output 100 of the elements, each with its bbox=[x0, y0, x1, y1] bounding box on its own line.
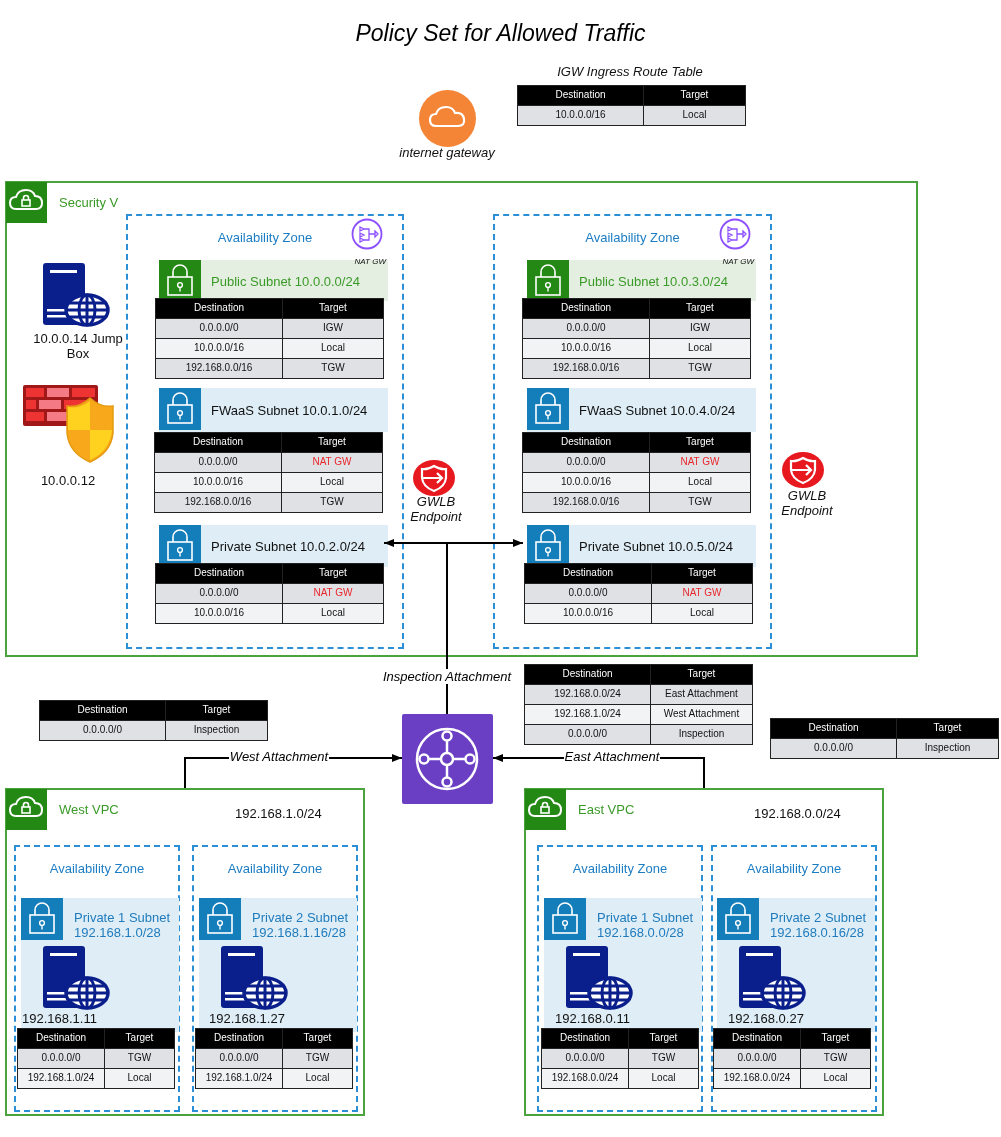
table-cell: 0.0.0.0/0 bbox=[156, 318, 283, 338]
subnet-title: Private Subnet 10.0.5.0/24 bbox=[579, 538, 733, 554]
vpc-name: West VPC bbox=[59, 802, 119, 817]
table-header-cell: Destination bbox=[196, 1029, 283, 1048]
subnet-title: Private 1 Subnet 192.168.1.0/28 bbox=[74, 910, 172, 940]
table-header-cell: Destination bbox=[542, 1029, 629, 1048]
table-header-cell: Target bbox=[282, 433, 382, 452]
table-cell: TGW bbox=[282, 492, 382, 512]
zone-title: Availability Zone bbox=[216, 230, 314, 245]
table-cell: East Attachment bbox=[651, 684, 752, 704]
edge-label: Inspection Attachment bbox=[381, 669, 513, 684]
table-cell: Local bbox=[283, 1068, 352, 1088]
cidr-label: 192.168.0.0/24 bbox=[754, 806, 841, 821]
table-header-cell: Destination bbox=[523, 299, 650, 318]
table-cell: 0.0.0.0/0 bbox=[523, 452, 650, 472]
subnet-title: Public Subnet 10.0.0.0/24 bbox=[211, 273, 360, 288]
table-cell: 10.0.0.0/16 bbox=[156, 603, 283, 623]
table-header-cell: Target bbox=[283, 1029, 352, 1048]
table-header-cell: Destination bbox=[156, 564, 283, 583]
table-cell: 10.0.0.0/16 bbox=[518, 105, 644, 125]
table-cell: 10.0.0.0/16 bbox=[156, 338, 283, 358]
table-header-cell: Destination bbox=[525, 564, 652, 583]
subnet-box bbox=[527, 260, 756, 301]
table-header-cell: Target bbox=[105, 1029, 174, 1048]
table-cell: Local bbox=[629, 1068, 698, 1088]
table-header-cell: Target bbox=[801, 1029, 870, 1048]
table-cell: Local bbox=[105, 1068, 174, 1088]
table-cell: 192.168.1.0/24 bbox=[196, 1068, 283, 1088]
table-header-cell: Target bbox=[651, 665, 752, 684]
table-cell: TGW bbox=[629, 1048, 698, 1068]
table-cell: TGW bbox=[650, 358, 750, 378]
subnet-title: FWaaS Subnet 10.0.4.0/24 bbox=[579, 402, 736, 418]
table-cell: 192.168.0.0/24 bbox=[714, 1068, 801, 1088]
table-cell: NAT GW bbox=[652, 583, 752, 603]
table-cell: Local bbox=[283, 603, 383, 623]
table-cell: Local bbox=[282, 472, 382, 492]
table-header-cell: Target bbox=[652, 564, 752, 583]
subnet-box bbox=[159, 388, 388, 432]
table-cell: 10.0.0.0/16 bbox=[523, 472, 650, 492]
table-cell: 0.0.0.0/0 bbox=[156, 583, 283, 603]
table-header-cell: Target bbox=[650, 433, 750, 452]
table-cell: 192.168.0.0/16 bbox=[523, 492, 650, 512]
icon-caption: internet gateway bbox=[398, 145, 496, 160]
table-header-cell: Target bbox=[644, 86, 745, 105]
table-cell: Local bbox=[650, 338, 750, 358]
table-cell: 192.168.0.0/16 bbox=[155, 492, 282, 512]
vpc-name: Security V bbox=[59, 195, 119, 210]
subnet-box bbox=[159, 525, 388, 567]
table-header-cell: Destination bbox=[155, 433, 282, 452]
subnet-box bbox=[527, 525, 756, 567]
table-cell: 192.168.0.0/16 bbox=[523, 358, 650, 378]
table-cell: Local bbox=[650, 472, 750, 492]
table-header-cell: Destination bbox=[40, 701, 166, 720]
icon-caption: GWLB Endpoint bbox=[780, 488, 834, 518]
subnet-title: Private 2 Subnet 192.168.0.16/28 bbox=[770, 910, 868, 940]
table-cell: 0.0.0.0/0 bbox=[155, 452, 282, 472]
zone-title: Availability Zone bbox=[571, 861, 669, 876]
table-cell: IGW bbox=[283, 318, 383, 338]
zone-title: Availability Zone bbox=[584, 230, 681, 245]
subnet-title: Private 2 Subnet 192.168.1.16/28 bbox=[252, 910, 350, 940]
subnet-box bbox=[159, 260, 388, 301]
table-cell: Inspection bbox=[897, 738, 998, 758]
table-cell: TGW bbox=[801, 1048, 870, 1068]
ip-address-label: 192.168.1.27 bbox=[209, 1011, 286, 1026]
icon-caption: 10.0.0.14 Jump Box bbox=[32, 331, 124, 361]
table-cell: 0.0.0.0/0 bbox=[40, 720, 166, 740]
table-cell: 0.0.0.0/0 bbox=[542, 1048, 629, 1068]
table-cell: 192.168.0.0/24 bbox=[542, 1068, 629, 1088]
table-header-cell: Destination bbox=[714, 1029, 801, 1048]
table-cell: TGW bbox=[283, 1048, 352, 1068]
subnet-box bbox=[199, 898, 357, 1032]
icon-caption: 10.0.0.12 bbox=[39, 473, 97, 488]
vpc-name: East VPC bbox=[578, 802, 635, 817]
table-header-cell: Destination bbox=[771, 719, 897, 738]
connector-arrow bbox=[184, 754, 403, 789]
table-cell: 0.0.0.0/0 bbox=[771, 738, 897, 758]
transit-gateway-box bbox=[402, 714, 493, 804]
zone-title: Availability Zone bbox=[745, 861, 843, 876]
zone-title: Availability Zone bbox=[226, 861, 324, 876]
table-cell: 10.0.0.0/16 bbox=[523, 338, 650, 358]
table-cell: 10.0.0.0/16 bbox=[525, 603, 652, 623]
table-header-cell: Destination bbox=[525, 665, 651, 684]
table-header-cell: Destination bbox=[523, 433, 650, 452]
table-cell: 192.168.0.0/24 bbox=[525, 684, 651, 704]
table-cell: 0.0.0.0/0 bbox=[714, 1048, 801, 1068]
table-cell: 0.0.0.0/0 bbox=[18, 1048, 105, 1068]
table-cell: NAT GW bbox=[650, 452, 750, 472]
table-cell: 0.0.0.0/0 bbox=[523, 318, 650, 338]
table-header-cell: Target bbox=[283, 564, 383, 583]
table-cell: IGW bbox=[650, 318, 750, 338]
edge-label: West Attachment bbox=[228, 749, 330, 764]
table-cell: 0.0.0.0/0 bbox=[525, 724, 651, 744]
table-cell: 0.0.0.0/0 bbox=[525, 583, 652, 603]
ip-address-label: 192.168.0.27 bbox=[728, 1011, 805, 1026]
table-header-cell: Destination bbox=[518, 86, 644, 105]
nat-gateway-label: NAT GW bbox=[353, 257, 386, 266]
table-cell: Local bbox=[801, 1068, 870, 1088]
table-cell: Local bbox=[644, 105, 745, 125]
connector-arrow bbox=[492, 754, 705, 789]
edge-label: East Attachment bbox=[563, 749, 661, 764]
